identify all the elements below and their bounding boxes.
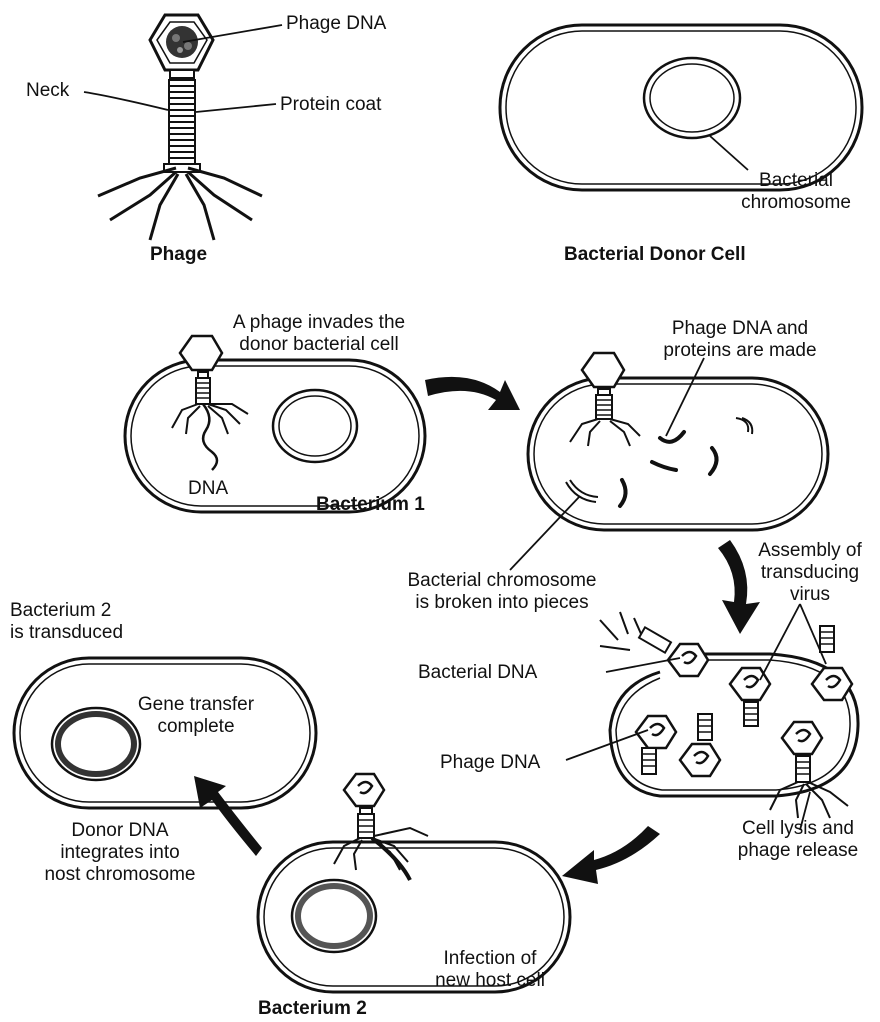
step2-caption-line-1: Phage DNA and <box>640 318 840 340</box>
step2-caption: Phage DNA and proteins are made <box>640 318 840 362</box>
assembly-label-line-1: Assembly of <box>740 540 880 562</box>
donor-cell <box>500 25 862 190</box>
step2-caption-line-2: proteins are made <box>640 340 840 362</box>
phage-dna-label: Phage DNA <box>286 13 386 35</box>
gene-transfer-label-line-1: Gene transfer <box>116 694 276 716</box>
transduced-label-line-1: Bacterium 2 <box>10 600 123 622</box>
donor-cell-caption: Bacterial Donor Cell <box>564 244 746 266</box>
integration-label: Donor DNA integrates into nost chromosom… <box>30 820 210 886</box>
infection-label-line-1: Infection of <box>420 948 560 970</box>
bacterium-1 <box>125 336 425 512</box>
lysis-label-line-2: phage release <box>718 840 878 862</box>
arrow-step3-to-step4 <box>562 826 660 884</box>
lysis-label: Cell lysis and phage release <box>718 818 878 862</box>
dna-label: DNA <box>188 478 228 500</box>
step1-caption-line-2: donor bacterial cell <box>214 334 424 356</box>
assembly-label-line-2: transducing <box>740 562 880 584</box>
arrow-step1-to-step2 <box>425 377 520 410</box>
assembly-label: Assembly of transducing virus <box>740 540 880 606</box>
lysis-label-line-1: Cell lysis and <box>718 818 878 840</box>
bacterial-chromosome-label-line-1: Bacterial <box>716 170 876 192</box>
lysing-cell <box>566 604 858 830</box>
chromosome-broken-line-1: Bacterial chromosome <box>372 570 632 592</box>
phage-caption: Phage <box>150 244 207 266</box>
chromosome-broken-line-2: is broken into pieces <box>372 592 632 614</box>
phage-dna-label-step3: Phage DNA <box>440 752 540 774</box>
protein-coat-label: Protein coat <box>280 94 381 116</box>
step1-caption-line-1: A phage invades the <box>214 312 424 334</box>
neck-label: Neck <box>26 80 69 102</box>
assembly-label-line-3: virus <box>740 584 880 606</box>
gene-transfer-label-line-2: complete <box>116 716 276 738</box>
integration-label-line-3: nost chromosome <box>30 864 210 886</box>
integration-label-line-1: Donor DNA <box>30 820 210 842</box>
bacterial-chromosome-label: Bacterial chromosome <box>716 170 876 214</box>
chromosome-broken-label: Bacterial chromosome is broken into piec… <box>372 570 632 614</box>
transduced-label-line-2: is transduced <box>10 622 123 644</box>
integration-label-line-2: integrates into <box>30 842 210 864</box>
infection-label: Infection of new host cell <box>420 948 560 992</box>
phage-illustration <box>84 15 282 240</box>
bacterium-1-caption: Bacterium 1 <box>316 494 425 516</box>
bacterium-1-replicating <box>510 353 828 570</box>
bacterial-dna-label: Bacterial DNA <box>418 662 537 684</box>
step1-caption: A phage invades the donor bacterial cell <box>214 312 424 356</box>
bacterium-2-caption: Bacterium 2 <box>258 998 367 1020</box>
infection-label-line-2: new host cell <box>420 970 560 992</box>
bacterial-chromosome-label-line-2: chromosome <box>716 192 876 214</box>
gene-transfer-label: Gene transfer complete <box>116 694 276 738</box>
transduced-label: Bacterium 2 is transduced <box>10 600 123 644</box>
